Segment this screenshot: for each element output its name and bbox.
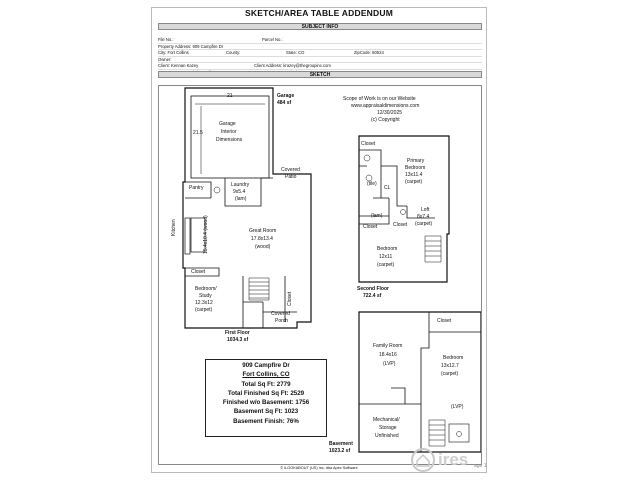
ires-logo-text: ires: [438, 450, 469, 469]
summary-finished-wo-basement: Finished w/o Basement: 1756: [222, 399, 310, 407]
primary-bedroom-dim: 13x11.4: [405, 172, 423, 178]
second-floor-outline: [358, 135, 450, 283]
county: County:: [226, 50, 241, 56]
second-floor-label: Second Floor: [357, 286, 389, 292]
primary-bedroom-floor: (carpet): [405, 179, 423, 185]
great-room-dim: 17.8x13.4: [251, 236, 273, 242]
family-room-dim: 18.4x16: [379, 352, 397, 358]
kitchen-dim: 15.4x10.4 (wood): [203, 215, 209, 254]
basement-label: Basement: [329, 441, 353, 447]
covered-porch-label: Covered: [271, 311, 290, 317]
parcel-no: Parcel No.:: [262, 37, 283, 42]
summary-basement-finish: Basement Finish: 76%: [233, 417, 299, 425]
loft-floor: (carpet): [415, 221, 433, 227]
scope-line-2: www.appraisaldimensions.com: [351, 103, 420, 109]
client: Client: Kennan Kazey: [158, 63, 199, 69]
page-number: age 1: [474, 463, 487, 469]
bedroom-study-floor: (carpet): [195, 307, 213, 313]
summary-address: 909 Campfire Dr: [242, 362, 290, 369]
first-floor-outline: [182, 87, 312, 329]
owner: Owner:: [158, 56, 172, 62]
ires-logo-icon: [411, 448, 435, 472]
summary-basement-sqft: Basement Sq Ft: 1023: [233, 408, 299, 416]
bedroom-study-dim: 12.3x12: [195, 300, 213, 306]
cl-label: CL: [384, 185, 391, 191]
scope-line-3: 12/30/2025: [377, 110, 403, 116]
mechanical-label: Mechanical/: [373, 417, 400, 423]
primary-bedroom-label-2: Bedroom: [405, 165, 426, 171]
second-floor-area: 722.4 sf: [363, 293, 382, 299]
primary-bedroom-label: Primary: [407, 158, 425, 164]
closet-mid-2: Closet: [393, 222, 408, 228]
family-room-floor: (LVP): [383, 361, 396, 367]
area-summary-box: 909 Campfire Dr Fort Collins, CO Total S…: [205, 359, 327, 437]
laundry-label: Laundry: [231, 182, 250, 188]
loft-label: Loft: [421, 207, 430, 213]
state: State: CO: [286, 50, 305, 56]
file-no: File No.:: [158, 37, 174, 42]
closet-basement: Closet: [437, 318, 452, 324]
garage-interior: [190, 95, 270, 179]
basement-area: 1023.2 sf: [329, 448, 351, 454]
garage-area: 484 sf: [277, 100, 292, 106]
floor-plan-drawing: [182, 87, 481, 453]
closet-ff: Closet: [191, 269, 206, 275]
family-room-label: Family Room: [373, 343, 403, 349]
closet-top: Closet: [361, 141, 376, 147]
summary-total-finished: Total Finished Sq Ft: 2529: [227, 389, 305, 397]
first-floor-area: 1034.3 sf: [227, 337, 249, 343]
scope-line-4: (c) Copyright: [371, 117, 400, 123]
bedroom-study-label-2: Study: [199, 293, 212, 299]
bedroom-basement-dim: 13x12.7: [441, 363, 459, 369]
garage-name-3: Dimensions: [216, 137, 243, 143]
basement-outline: [358, 311, 481, 453]
summary-city: Fort Collins, CO: [242, 371, 290, 379]
ires-logo: ires age 1: [410, 447, 510, 473]
mechanical-label-3: Unfinished: [375, 433, 399, 439]
first-floor-label: First Floor: [225, 330, 250, 336]
garage-depth: 21.5: [193, 130, 203, 136]
kitchen-label: Kitchen: [171, 219, 177, 236]
garage-name-2: Interior: [221, 129, 237, 135]
covered-patio-label-2: Patio: [285, 174, 297, 180]
bedroom-sf-label: Bedroom: [377, 246, 398, 252]
closet-mid: Closet: [363, 224, 378, 230]
closet-ff-2: Closet: [287, 291, 293, 306]
bedroom-study-label: Bedroom/: [195, 286, 217, 292]
covered-porch-label-2: Porch: [275, 318, 289, 324]
great-room-label: Great Room: [249, 228, 277, 234]
summary-total-sqft: Total Sq Ft: 2779: [241, 380, 291, 388]
city: City: Fort Collins: [158, 50, 189, 56]
sketch-header: SKETCH: [158, 71, 482, 78]
subject-info-header: SUBJECT INFO: [158, 23, 482, 30]
laundry-floor: (lam): [235, 196, 247, 202]
bedroom-sf-dim: 12x11: [379, 254, 393, 260]
mechanical-label-2: Storage: [379, 425, 397, 431]
zipcode: ZipCode: 80524: [354, 50, 384, 56]
scope-line-1: Scope of Work is on our Website: [343, 96, 416, 102]
pantry-label: Pantry: [189, 185, 204, 191]
garage-label: Garage: [277, 93, 295, 99]
great-room-floor: (wood): [255, 244, 271, 250]
property-address: Property Address: 909 Campfire Dr: [158, 43, 224, 49]
lam-label: (lam): [371, 213, 383, 219]
bedroom-sf-floor: (carpet): [377, 262, 395, 268]
document-title: SKETCH/AREA TABLE ADDENDUM: [245, 8, 393, 18]
garage-width: 21: [227, 93, 233, 99]
footer-copyright: © ILOOKABOUT (US) Inc. dba Apex Software: [280, 466, 358, 470]
garage-name: Garage: [219, 121, 236, 127]
covered-patio-label: Covered: [281, 167, 300, 173]
bedroom-basement-floor: (carpet): [441, 371, 459, 377]
client-address: Client Address: krazey@thegroupinc.com: [254, 63, 331, 69]
laundry-dim: 9x5.4: [233, 189, 246, 195]
loft-dim: 8x7.4: [417, 214, 430, 220]
lvp-label: (LVP): [451, 404, 464, 410]
tile-label: (tile): [367, 181, 377, 187]
floor-plan-sketch: Garage 484 sf 21 21.5 Garage Interior Di…: [158, 85, 482, 465]
sketch-addendum-page: SKETCH/AREA TABLE ADDENDUM SUBJECT INFO …: [151, 7, 487, 473]
bedroom-basement-label: Bedroom: [443, 355, 464, 361]
